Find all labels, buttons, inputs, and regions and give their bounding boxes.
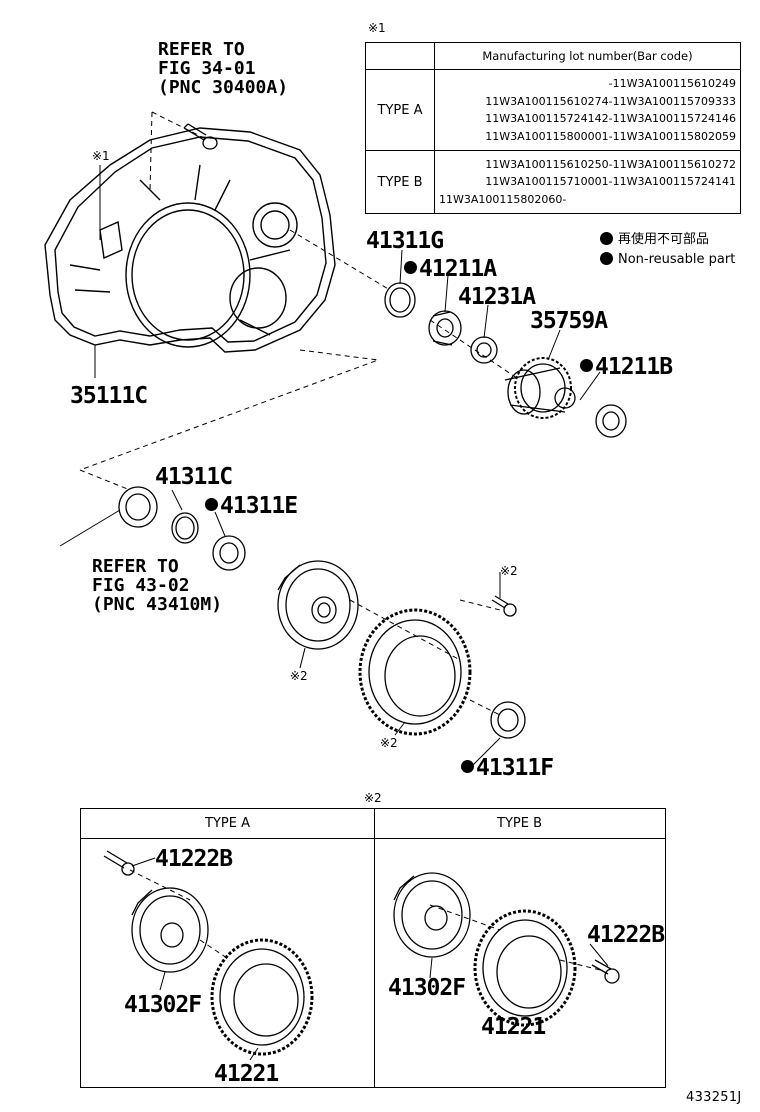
type-a-gear-icon	[210, 938, 314, 1056]
part-41311e: 41311E	[205, 495, 298, 518]
type-table: TYPE A TYPE B	[80, 808, 666, 1088]
type-b-part-41222b: 41222B	[587, 922, 665, 948]
bearing-41211a-icon	[428, 310, 462, 346]
type-b-part-41221: 41221	[481, 1014, 546, 1040]
type-b-bolt-icon	[591, 959, 620, 984]
type-table-note-mark: ※2	[364, 791, 382, 805]
lot-type-b-label: TYPE B	[365, 150, 435, 214]
bolt-top-icon	[183, 123, 218, 150]
case-note-mark: ※1	[92, 149, 110, 163]
lot-number-table: Manufacturing lot number(Bar code) TYPE …	[365, 42, 741, 214]
label-leaders	[59, 165, 609, 1061]
lot-table-header-row: Manufacturing lot number(Bar code)	[365, 42, 741, 70]
bearing-41311f-icon	[490, 701, 526, 739]
part-41211a: 41211A	[404, 258, 497, 281]
part-41311f: 41311F	[461, 757, 554, 780]
transaxle-case-35111c	[44, 127, 336, 353]
type-a-part-41221: 41221	[214, 1061, 279, 1087]
type-a-part-41222b: 41222B	[155, 846, 233, 872]
bearing-41211b-icon	[595, 404, 627, 438]
type-table-divider	[374, 809, 375, 1087]
lot-line: 11W3A100115710001-11W3A100115724141	[485, 175, 736, 189]
gear-type-note-mark: ※2	[380, 736, 398, 750]
lot-type-b-values: 11W3A100115610250-11W3A100115610272 11W3…	[434, 150, 741, 214]
oil-seal-41311g-icon	[384, 282, 416, 318]
legend-jp: 再使用不可部品	[600, 230, 735, 250]
type-a-bolt-icon	[103, 850, 135, 876]
part-41311g: 41311G	[366, 228, 444, 254]
legend: 再使用不可部品 Non-reusable part	[600, 230, 735, 270]
dashed-leaders	[79, 111, 601, 971]
lot-line: 11W3A100115802060-	[439, 192, 567, 206]
lot-table-corner	[365, 42, 435, 70]
part-41311c: 41311C	[155, 464, 233, 490]
oil-seal-41311c-icon	[118, 486, 158, 528]
ring-41311e-icon	[171, 512, 199, 544]
part-35759a: 35759A	[530, 308, 608, 334]
bolt-small-icon	[491, 595, 517, 617]
differential-case-icon	[277, 560, 359, 650]
lot-line: 11W3A100115610250-11W3A100115610272	[485, 157, 736, 171]
lot-line: 11W3A100115724142-11W3A100115724146	[485, 112, 736, 126]
lot-note-mark: ※1	[368, 21, 386, 35]
type-b-gear-icon	[473, 909, 577, 1027]
lot-type-a-values: -11W3A100115610249 11W3A100115610274-11W…	[434, 68, 741, 152]
lot-type-a-label: TYPE A	[365, 68, 435, 152]
lot-line: 11W3A100115610274-11W3A100115709333	[485, 94, 736, 108]
lot-line: -11W3A100115610249	[608, 77, 736, 91]
lot-table-header: Manufacturing lot number(Bar code)	[434, 42, 741, 70]
lot-table-row-type-a: TYPE A -11W3A100115610249 11W3A100115610…	[365, 68, 741, 152]
type-b-case-icon	[393, 872, 471, 958]
type-a-part-41302f: 41302F	[124, 992, 202, 1018]
part-41211b: 41211B	[580, 356, 673, 379]
lot-line: 11W3A100115800001-11W3A100115802059	[485, 129, 736, 143]
refer-fig-43-02: REFER TO FIG 43-02 (PNC 43410M)	[92, 556, 223, 615]
type-b-part-41302f: 41302F	[388, 975, 466, 1001]
bolt-note-mark: ※2	[500, 564, 518, 578]
type-a-case-icon	[131, 887, 209, 973]
refer-fig-34-01: REFER TO FIG 34-01 (PNC 30400A)	[158, 39, 289, 98]
part-41231a: 41231A	[458, 284, 536, 310]
legend-en: Non-reusable part	[600, 250, 735, 270]
case-type-note-mark: ※2	[290, 669, 308, 683]
lot-table-row-type-b: TYPE B 11W3A100115610250-11W3A1001156102…	[365, 150, 741, 214]
ring-gear-icon	[358, 608, 472, 736]
part-35111c: 35111C	[70, 383, 148, 409]
gear-35759a-icon	[504, 357, 576, 419]
type-a-header: TYPE A	[81, 809, 374, 839]
type-b-header: TYPE B	[374, 809, 665, 839]
diagram-code: 433251J	[686, 1090, 742, 1105]
bearing-icon	[212, 535, 246, 571]
